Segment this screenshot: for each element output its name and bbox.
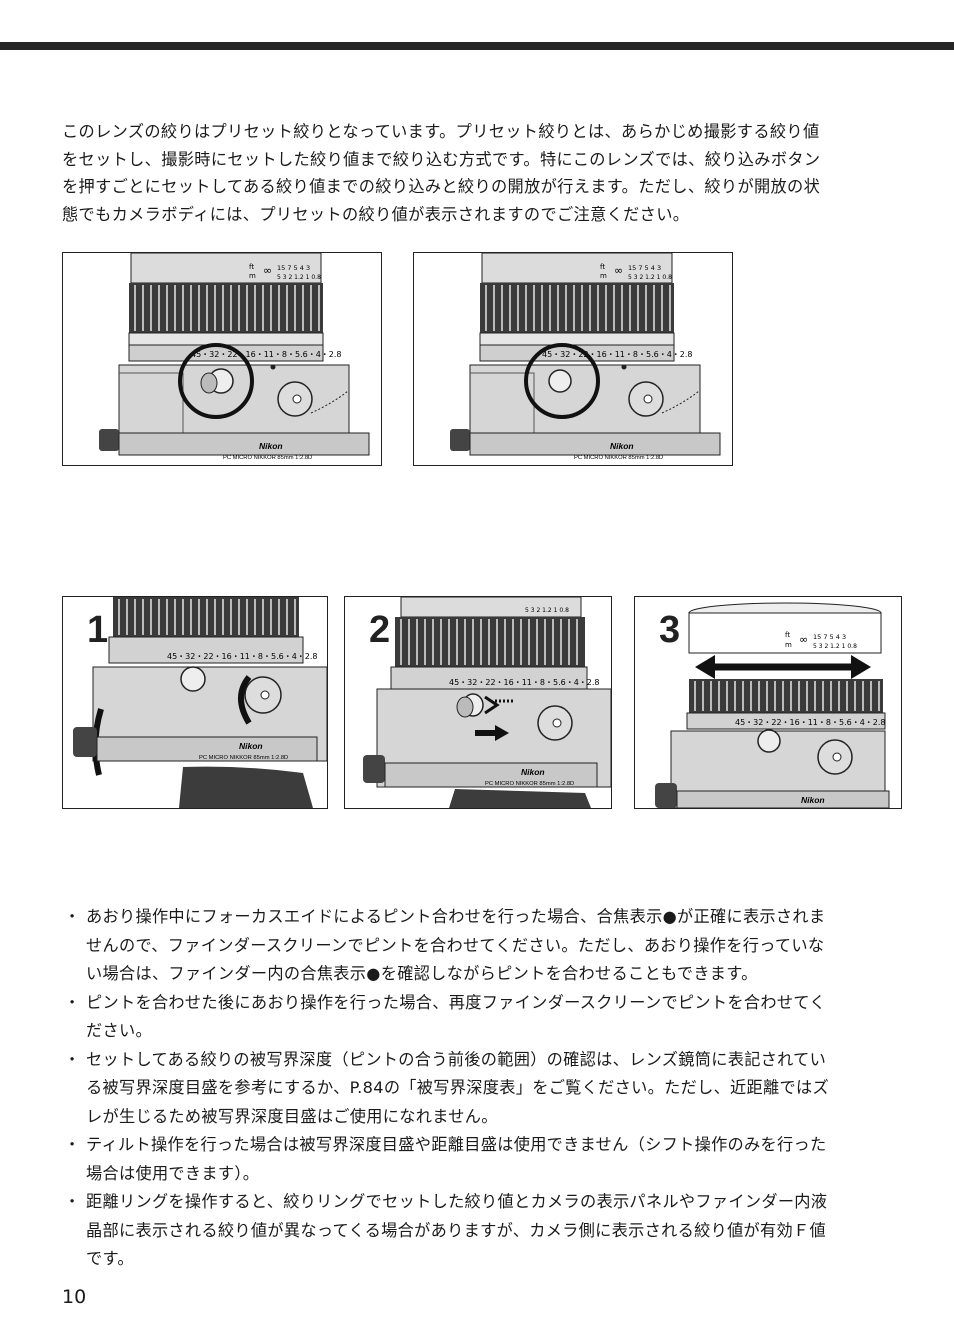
lens-illustration: ft m ∞ 15 7 5 4 3 5 3 2 1.2 1 0.8 45・32・… [450, 253, 721, 461]
note-item: ・ ピントを合わせた後にあおり操作を行った場合、再度ファインダースクリーンでピン… [62, 989, 912, 1046]
note-line: ティルト操作を行った場合は被写界深度目盛や距離目盛は使用できません（シフト操作の… [86, 1135, 827, 1154]
ft-label: ft [600, 263, 605, 271]
brand-label: Nikon [610, 441, 634, 451]
step-figure-1: 45・32・22・16・11・8・5.6・4・2.8 Nikon PC MICR… [62, 596, 328, 809]
note-line: 晶部に表示される絞り値が異なってくる場合がありますが、カメラ側に表示される絞り値… [86, 1220, 826, 1240]
infinity-mark: ∞ [614, 264, 623, 277]
model-label: PC MICRO NIKKOR 85mm 1:2.8D [574, 455, 663, 461]
intro-line: このレンズの絞りはプリセット絞りとなっています。プリセット絞りとは、あらかじめ撮… [62, 122, 820, 141]
aperture-scale: 45・32・22・16・11・8・5.6・4・2.8 [191, 350, 342, 359]
intro-line: をセットし、撮影時にセットした絞り値まで絞り込む方式です。特にこのレンズでは、絞… [62, 149, 821, 169]
infinity-mark: ∞ [263, 264, 272, 277]
lens-figure-preset-stopped-down: ft m ∞ 15 7 5 4 3 5 3 2 1.2 1 0.8 45・32・… [62, 252, 382, 466]
step-figure-3: ft m ∞ 15 7 5 4 3 5 3 2 1.2 1 0.8 45・32・… [634, 596, 902, 809]
distance-scale-m: 5 3 2 1.2 1 0.8 [525, 607, 569, 614]
step-number: 3 [659, 609, 681, 651]
m-label: m [600, 272, 607, 280]
intro-line: を押すごとにセットしてある絞り値までの絞り込みと絞りの開放が行えます。ただし、絞… [62, 177, 821, 196]
aperture-scale: 45・32・22・16・11・8・5.6・4・2.8 [542, 350, 693, 359]
top-rule [0, 42, 954, 50]
step-number: 1 [87, 609, 109, 651]
note-line: い場合は、ファインダー内の合焦表示●を確認しながらピントを合わせることもできます… [86, 964, 758, 983]
lens-illustration: ft m ∞ 15 7 5 4 3 5 3 2 1.2 1 0.8 45・32・… [655, 602, 890, 808]
m-label: m [249, 272, 256, 280]
lens-figure-preset-open: ft m ∞ 15 7 5 4 3 5 3 2 1.2 1 0.8 45・32・… [413, 252, 733, 466]
note-item: ・ 距離リングを操作すると、絞りリングでセットした絞り値とカメラの表示パネルやフ… [62, 1188, 912, 1274]
ft-label: ft [785, 631, 790, 639]
aperture-scale: 45・32・22・16・11・8・5.6・4・2.8 [167, 652, 318, 661]
lens-illustration: 5 3 2 1.2 1 0.8 45・32・22・16・11・8・5.6・4・2… [363, 597, 611, 808]
note-line: レが生じるため被写界深度目盛はご使用になれません。 [86, 1106, 498, 1126]
note-line: る被写界深度目盛を参考にするか、P.84の「被写界深度表」をご覧ください。ただし… [86, 1078, 829, 1097]
distance-scale-ft: 15 7 5 4 3 [628, 264, 661, 272]
note-item: ・ ティルト操作を行った場合は被写界深度目盛や距離目盛は使用できません（シフト操… [62, 1131, 912, 1188]
note-line: あおり操作中にフォーカスエイドによるピント合わせを行った場合、合焦表示●が正確に… [86, 907, 826, 926]
bullet: ・ [64, 1049, 81, 1069]
step-figure-2: 5 3 2 1.2 1 0.8 45・32・22・16・11・8・5.6・4・2… [344, 596, 612, 809]
note-line: ピントを合わせた後にあおり操作を行った場合、再度ファインダースクリーンでピントを… [86, 992, 826, 1012]
intro-paragraph: このレンズの絞りはプリセット絞りとなっています。プリセット絞りとは、あらかじめ撮… [62, 118, 902, 228]
brand-label: Nikon [521, 767, 545, 777]
notes-list: ・ あおり操作中にフォーカスエイドによるピント合わせを行った場合、合焦表示●が正… [62, 903, 912, 1274]
note-line: 距離リングを操作すると、絞りリングでセットした絞り値とカメラの表示パネルやファイ… [86, 1192, 828, 1211]
ft-label: ft [249, 263, 254, 271]
distance-scale-m: 5 3 2 1.2 1 0.8 [628, 274, 672, 281]
step-number: 2 [369, 609, 391, 651]
note-line: ださい。 [86, 1021, 152, 1040]
intro-line: 態でもカメラボディには、プリセットの絞り値が表示されますのでご注意ください。 [62, 204, 690, 224]
note-line: セットしてある絞りの被写界深度（ピントの合う前後の範囲）の確認は、レンズ鏡筒に表… [86, 1049, 827, 1069]
bullet: ・ [64, 907, 81, 926]
note-line: 場合は使用できます）。 [86, 1163, 260, 1183]
note-item: ・ セットしてある絞りの被写界深度（ピントの合う前後の範囲）の確認は、レンズ鏡筒… [62, 1046, 912, 1132]
distance-scale-ft: 15 7 5 4 3 [277, 264, 310, 272]
model-label: PC MICRO NIKKOR 85mm 1:2.8D [485, 781, 574, 787]
note-line: せんので、ファインダースクリーンでピントを合わせてください。ただし、あおり操作を… [86, 935, 825, 955]
distance-scale-m: 5 3 2 1.2 1 0.8 [813, 643, 857, 650]
model-label: PC MICRO NIKKOR 85mm 1:2.8D [223, 455, 312, 461]
note-item: ・ あおり操作中にフォーカスエイドによるピント合わせを行った場合、合焦表示●が正… [62, 903, 912, 989]
model-label: PC MICRO NIKKOR 85mm 1:2.8D [199, 755, 288, 761]
brand-label: Nikon [239, 741, 263, 751]
bullet: ・ [64, 1135, 81, 1154]
page-number: 10 [62, 1286, 87, 1308]
aperture-scale: 45・32・22・16・11・8・5.6・4・2.8 [449, 678, 600, 687]
bullet: ・ [64, 992, 81, 1012]
brand-label: Nikon [801, 795, 825, 805]
lens-illustration: ft m ∞ 15 7 5 4 3 5 3 2 1.2 1 0.8 45・32・… [99, 253, 370, 461]
lens-illustration: 45・32・22・16・11・8・5.6・4・2.8 Nikon PC MICR… [73, 597, 327, 808]
note-line: です。 [86, 1249, 134, 1268]
distance-scale-m: 5 3 2 1.2 1 0.8 [277, 274, 321, 281]
bullet: ・ [64, 1192, 81, 1211]
brand-label: Nikon [259, 441, 283, 451]
m-label: m [785, 641, 792, 649]
aperture-scale: 45・32・22・16・11・8・5.6・4・2.8 [735, 718, 886, 727]
distance-scale-ft: 15 7 5 4 3 [813, 633, 846, 641]
infinity-mark: ∞ [799, 633, 808, 646]
